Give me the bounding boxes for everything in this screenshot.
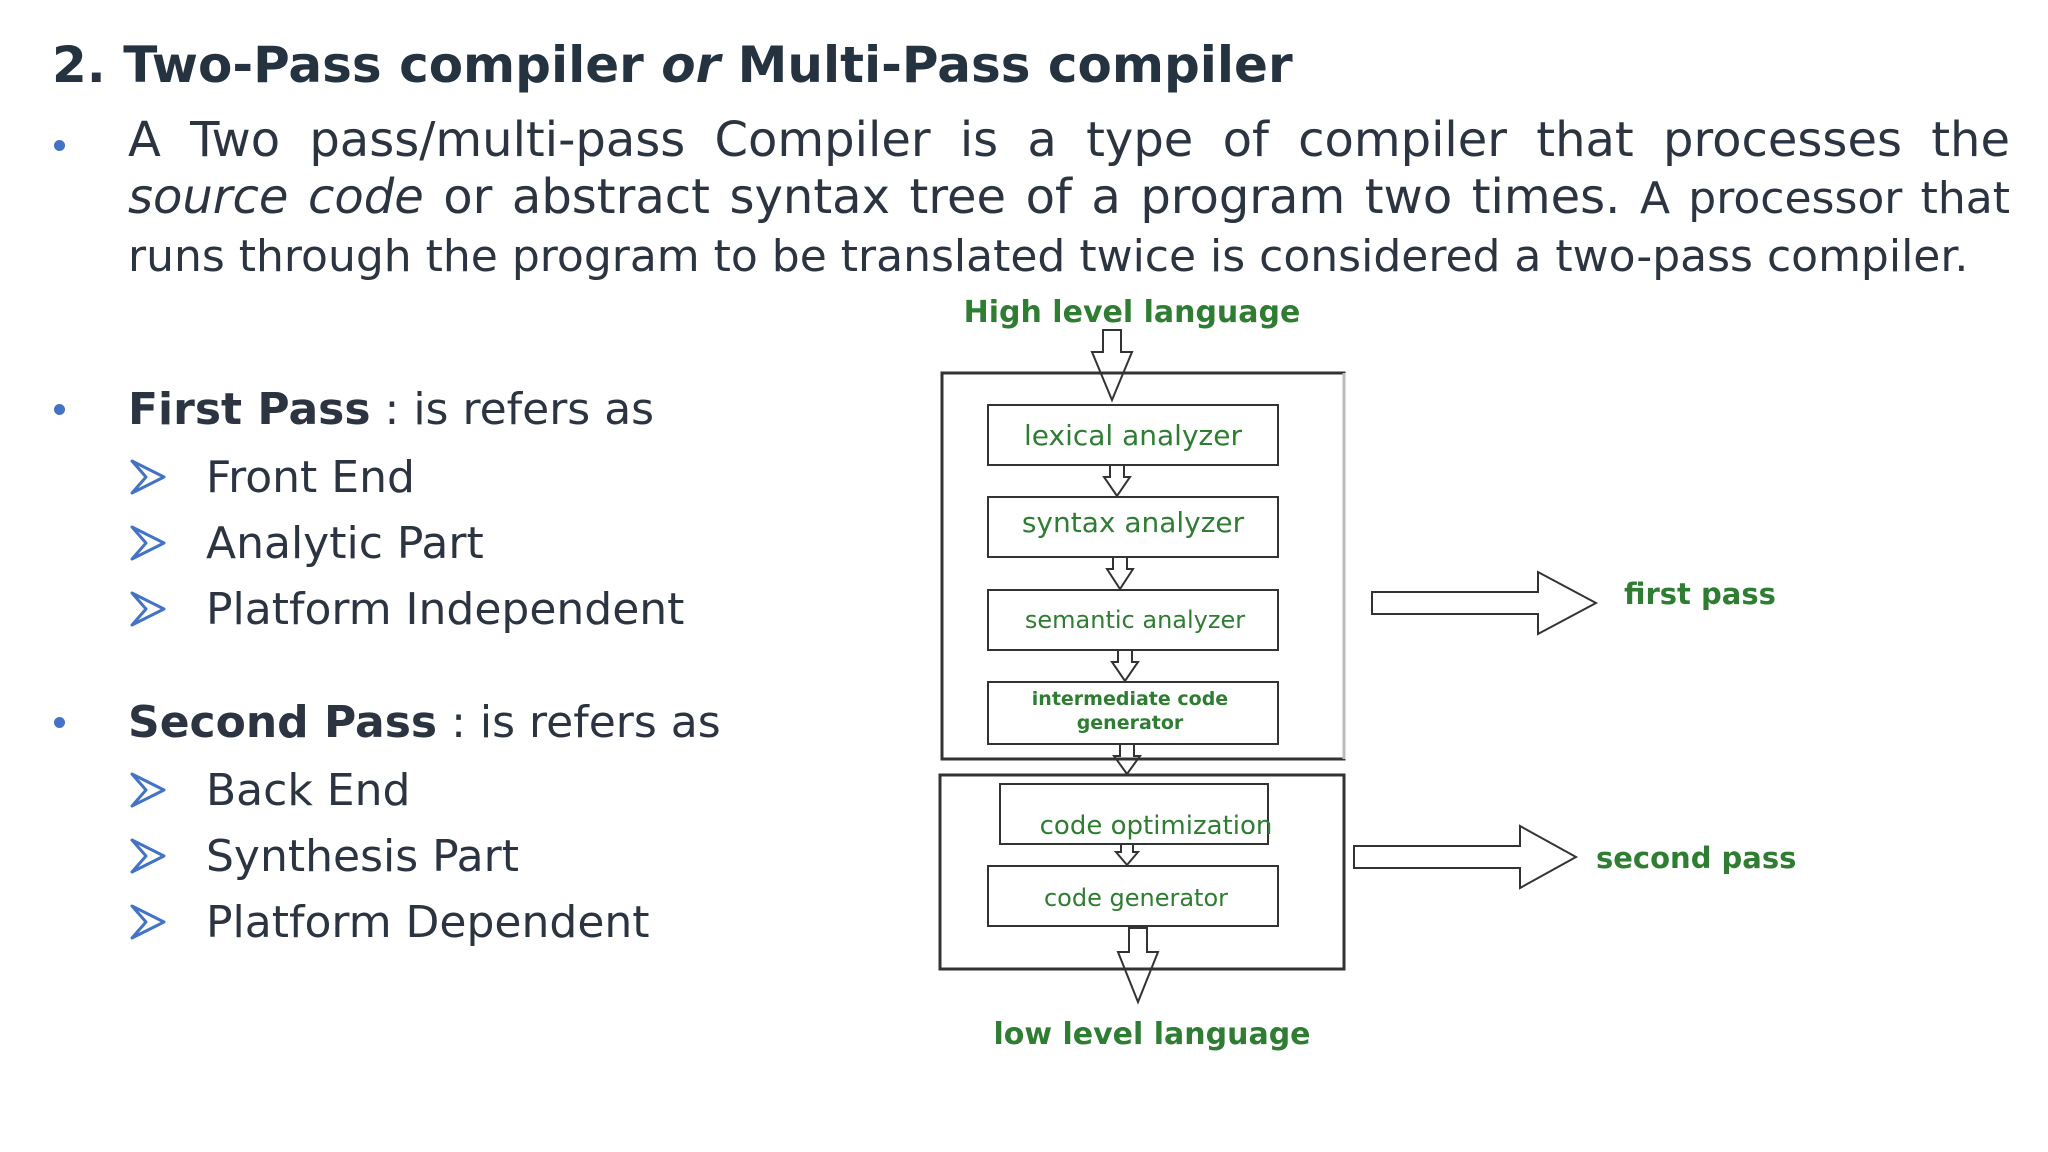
down-arrow-icon bbox=[1090, 329, 1134, 403]
stage-box bbox=[987, 865, 1279, 927]
list-item: Synthesis Part bbox=[130, 831, 519, 882]
down-arrow-icon bbox=[1113, 843, 1141, 867]
first-pass-heading: First Pass : is refers as bbox=[128, 384, 655, 435]
second-pass-label: second pass bbox=[1596, 841, 1796, 875]
right-arrow-icon bbox=[1353, 824, 1579, 890]
list-item: Platform Independent bbox=[130, 584, 684, 635]
stage-label: code optimization bbox=[1040, 811, 1273, 841]
stage-label: lexical analyzer bbox=[1024, 419, 1242, 452]
stage-label: semantic analyzer bbox=[1025, 606, 1245, 634]
arrow-bullet-icon bbox=[130, 765, 206, 815]
slide-title: 2. Two-Pass compiler or Multi-Pass compi… bbox=[52, 36, 1293, 94]
stage-box bbox=[987, 404, 1279, 466]
down-arrow-icon bbox=[1110, 649, 1140, 683]
arrow-bullet-icon bbox=[130, 831, 206, 881]
down-arrow-icon bbox=[1105, 556, 1135, 591]
stage-label: generator bbox=[1077, 712, 1184, 734]
list-item: Platform Dependent bbox=[130, 897, 650, 948]
high-level-language-label: High level language bbox=[964, 295, 1301, 330]
intro-paragraph: A Two pass/multi-pass Compiler is a type… bbox=[128, 112, 2011, 282]
down-arrow-icon bbox=[1116, 927, 1160, 1005]
list-item: Back End bbox=[130, 765, 410, 816]
low-level-language-label: low level language bbox=[993, 1017, 1310, 1052]
arrow-bullet-icon bbox=[130, 518, 206, 568]
stage-label: intermediate code bbox=[1032, 688, 1228, 710]
right-arrow-icon bbox=[1371, 570, 1599, 636]
down-arrow-icon bbox=[1102, 464, 1132, 498]
second-pass-heading: Second Pass : is refers as bbox=[128, 697, 721, 748]
list-item: Analytic Part bbox=[130, 518, 484, 569]
bullet-dot bbox=[54, 717, 65, 728]
down-arrow-icon bbox=[1112, 743, 1142, 776]
stage-label: syntax analyzer bbox=[1022, 506, 1245, 539]
second-pass-group-box bbox=[938, 773, 1346, 971]
bullet-dot bbox=[54, 140, 65, 151]
stage-box bbox=[987, 496, 1279, 558]
two-pass-compiler-diagram: High level language low level language f… bbox=[938, 295, 1796, 1052]
bullet-dot bbox=[54, 404, 65, 415]
arrow-bullet-icon bbox=[130, 897, 206, 947]
first-pass-label: first pass bbox=[1624, 577, 1776, 611]
stage-label: code generator bbox=[1044, 884, 1228, 912]
arrow-bullet-icon bbox=[130, 584, 206, 634]
list-item: Front End bbox=[130, 452, 415, 503]
arrow-bullet-icon bbox=[130, 452, 206, 502]
